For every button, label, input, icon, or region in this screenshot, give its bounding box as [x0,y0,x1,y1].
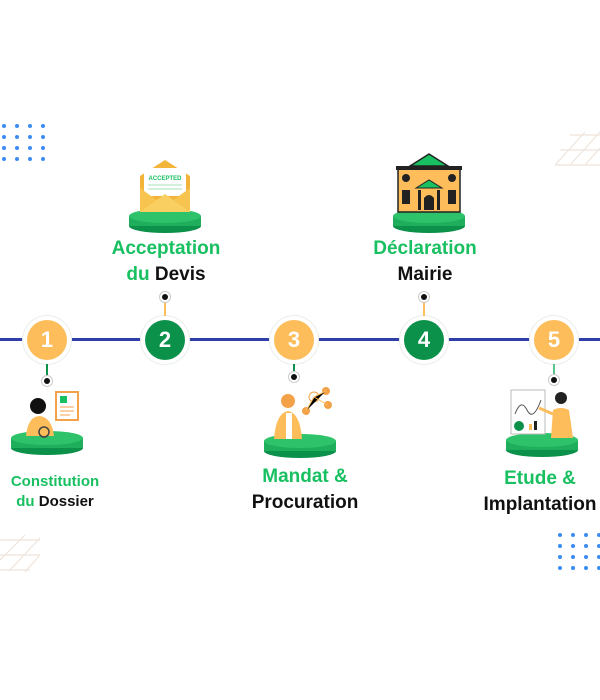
person-document-icon [11,391,83,455]
label-line1: Constitution [10,473,100,490]
connector-dot [291,374,297,380]
step-number: 5 [547,327,561,352]
step-5-marker: 5 [534,320,574,360]
label-line2: Implantation [483,493,597,515]
accepted-envelope-icon: ACCEPTED [129,160,201,233]
hatch-decoration [0,534,41,573]
label-line2: Procuration [251,491,359,513]
dot-grid-decoration [558,533,600,570]
connector [423,302,425,316]
label-line1: Mandat & [262,466,348,487]
connector-dot [44,378,50,384]
person-network-icon [264,387,336,458]
step-number: 2 [158,327,172,352]
connector [553,364,555,378]
label-line1: Etude & [504,468,576,489]
connector [164,300,166,316]
dot-grid-decoration [2,124,47,161]
step-1-label: Constitution du Dossier [0,472,110,513]
town-hall-icon [393,153,465,233]
label-line1: Acceptation [111,238,221,259]
presentation-board-icon [506,389,578,457]
step-5-label: Etude & Implantation [470,466,600,517]
label-line1: Déclaration [373,238,477,259]
connector [46,364,48,380]
label-line2: Dossier [38,493,94,511]
connector-dot [551,377,557,383]
step-2-marker: 2 [145,320,185,360]
hatch-decoration [555,131,600,166]
step-number: 4 [417,327,431,352]
label-line2-prefix: du [16,493,35,511]
step-2-label: Acceptation du Devis [96,236,236,287]
step-3-label: Mandat & Procuration [230,464,380,515]
step-3-marker: 3 [274,320,314,360]
step-4-label: Déclaration Mairie [355,236,495,287]
label-line2-prefix: du [126,263,150,285]
connector [293,364,295,376]
connector-dot [421,294,427,300]
step-1-marker: 1 [27,320,67,360]
step-4-marker: 4 [404,320,444,360]
step-number: 1 [40,327,54,352]
connector-dot [162,294,168,300]
envelope-text: ACCEPTED [148,176,182,182]
label-line2: Devis [154,263,206,285]
step-number: 3 [287,327,301,352]
label-line2: Mairie [397,263,453,285]
